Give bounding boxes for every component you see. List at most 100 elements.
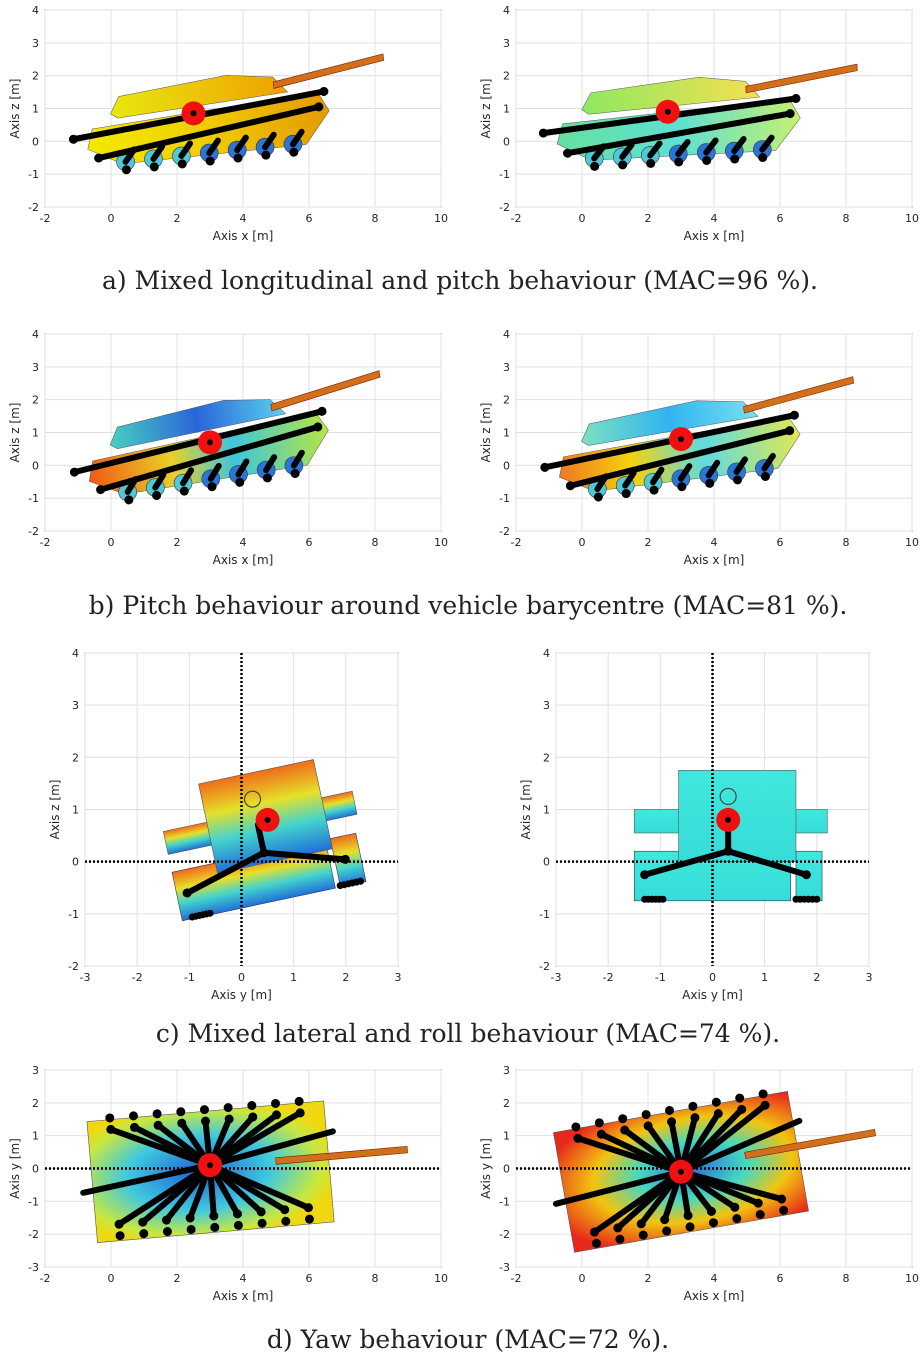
wheel-node-marker — [573, 1133, 583, 1143]
wheel-node-marker — [281, 1216, 291, 1226]
x-tick-label: 6 — [306, 536, 313, 549]
axle-link — [641, 848, 732, 878]
suspension-link — [178, 140, 194, 159]
y-tick-label: -1 — [28, 492, 39, 505]
y-axis-label: Axis z [m] — [479, 403, 493, 463]
commander-hatch-shape — [243, 790, 262, 808]
y-tick-label: 2 — [503, 1097, 510, 1110]
chassis-beam — [97, 423, 321, 493]
wheel-node-marker — [139, 1229, 149, 1239]
x-tick-label: 3 — [395, 971, 402, 984]
y-tick-label: -1 — [539, 908, 550, 921]
x-tick-label: 8 — [372, 1272, 379, 1285]
y-tick-label: 4 — [503, 4, 510, 17]
x-tick-label: 0 — [108, 212, 115, 225]
beam-node-marker — [791, 93, 801, 103]
y-tick-label: 1 — [503, 103, 510, 116]
spoke-link — [207, 1128, 336, 1169]
suspension-link — [262, 131, 277, 151]
gun-barrel-shape — [272, 53, 385, 89]
beam-node-marker — [785, 109, 795, 119]
x-tick-label: 8 — [372, 212, 379, 225]
wheel-node-marker — [232, 1209, 242, 1219]
suspension-link — [290, 449, 305, 469]
wheel-node-marker — [589, 1227, 599, 1237]
wheel-node-marker — [210, 1222, 220, 1232]
wheel-node-marker — [660, 1215, 670, 1225]
y-axis-label: Axis z [m] — [519, 780, 533, 840]
barycentre-center-dot — [725, 816, 732, 823]
wheel-node-marker — [199, 1105, 209, 1115]
turret-shape — [581, 77, 761, 115]
gun-barrel-shape — [270, 370, 381, 412]
x-tick-label: -2 — [132, 971, 143, 984]
x-tick-label: 6 — [306, 1272, 313, 1285]
wheel-node-marker — [705, 478, 715, 488]
wheel-node-marker — [121, 165, 131, 175]
x-tick-label: 0 — [108, 1272, 115, 1285]
wheel-node-marker — [615, 1234, 625, 1244]
y-axis-label: Axis z [m] — [479, 79, 493, 139]
wheel-node-marker — [185, 1213, 195, 1223]
wheel-node-marker — [758, 153, 768, 163]
x-axis-label: Axis y [m] — [211, 988, 272, 1002]
wheel-node-marker — [638, 1230, 648, 1240]
y-axis-label: Axis z [m] — [48, 780, 62, 840]
x-tick-label: 8 — [843, 1272, 850, 1285]
y-tick-label: 3 — [503, 1064, 510, 1077]
beam-node-marker — [96, 485, 106, 495]
x-tick-label: 10 — [905, 536, 919, 549]
y-tick-label: 3 — [503, 37, 510, 50]
beam-node-marker — [563, 148, 573, 158]
wheel-node-marker — [702, 155, 712, 165]
y-tick-label: 3 — [32, 37, 39, 50]
x-tick-label: 6 — [777, 1272, 784, 1285]
y-tick-label: -2 — [499, 201, 510, 214]
wheel-node-marker — [646, 158, 656, 168]
wheel-node-marker — [138, 1217, 148, 1227]
wheel-node-marker — [106, 1124, 116, 1134]
wheel-node-marker — [760, 1100, 770, 1110]
y-tick-label: -3 — [499, 1261, 510, 1274]
suspension-link — [677, 463, 693, 482]
x-tick-label: -2 — [603, 971, 614, 984]
wheel-node-marker — [153, 1120, 163, 1130]
spoke-link — [80, 1162, 213, 1196]
wheel-node-marker — [665, 1105, 675, 1115]
y-tick-label: 0 — [503, 1163, 510, 1176]
y-tick-label: -1 — [499, 168, 510, 181]
x-tick-label: 1 — [761, 971, 768, 984]
wheel-node-marker — [115, 1231, 125, 1241]
x-tick-label: 6 — [777, 212, 784, 225]
suspension-link — [235, 458, 250, 478]
x-tick-label: 2 — [813, 971, 820, 984]
caption-d: d) Yaw behaviour (MAC=72 %). — [267, 1325, 669, 1354]
wheel-node-marker — [247, 1101, 257, 1111]
barycentre-center-dot — [207, 1162, 213, 1169]
track-node-marker — [206, 909, 214, 917]
y-tick-label: 4 — [32, 4, 39, 17]
suspension-link — [180, 467, 195, 487]
y-tick-label: 1 — [32, 1130, 39, 1143]
x-tick-label: 8 — [843, 536, 850, 549]
y-tick-label: 2 — [503, 70, 510, 83]
wheel-node-marker — [690, 1113, 700, 1123]
x-tick-label: 0 — [238, 971, 245, 984]
turret-shape — [110, 75, 288, 119]
x-tick-label: 4 — [711, 1272, 718, 1285]
node-marker — [801, 870, 811, 880]
axle-link — [725, 848, 810, 878]
x-tick-label: -1 — [655, 971, 666, 984]
wheel-node-marker — [594, 1118, 604, 1128]
beam-node-marker — [538, 128, 548, 138]
suspension-link — [263, 454, 278, 474]
x-tick-label: 1 — [290, 971, 297, 984]
gun-barrel-shape — [743, 376, 854, 414]
node-marker — [640, 870, 650, 880]
x-tick-label: 3 — [866, 971, 873, 984]
y-tick-label: 0 — [72, 856, 79, 869]
wheel-node-marker — [737, 1104, 747, 1114]
